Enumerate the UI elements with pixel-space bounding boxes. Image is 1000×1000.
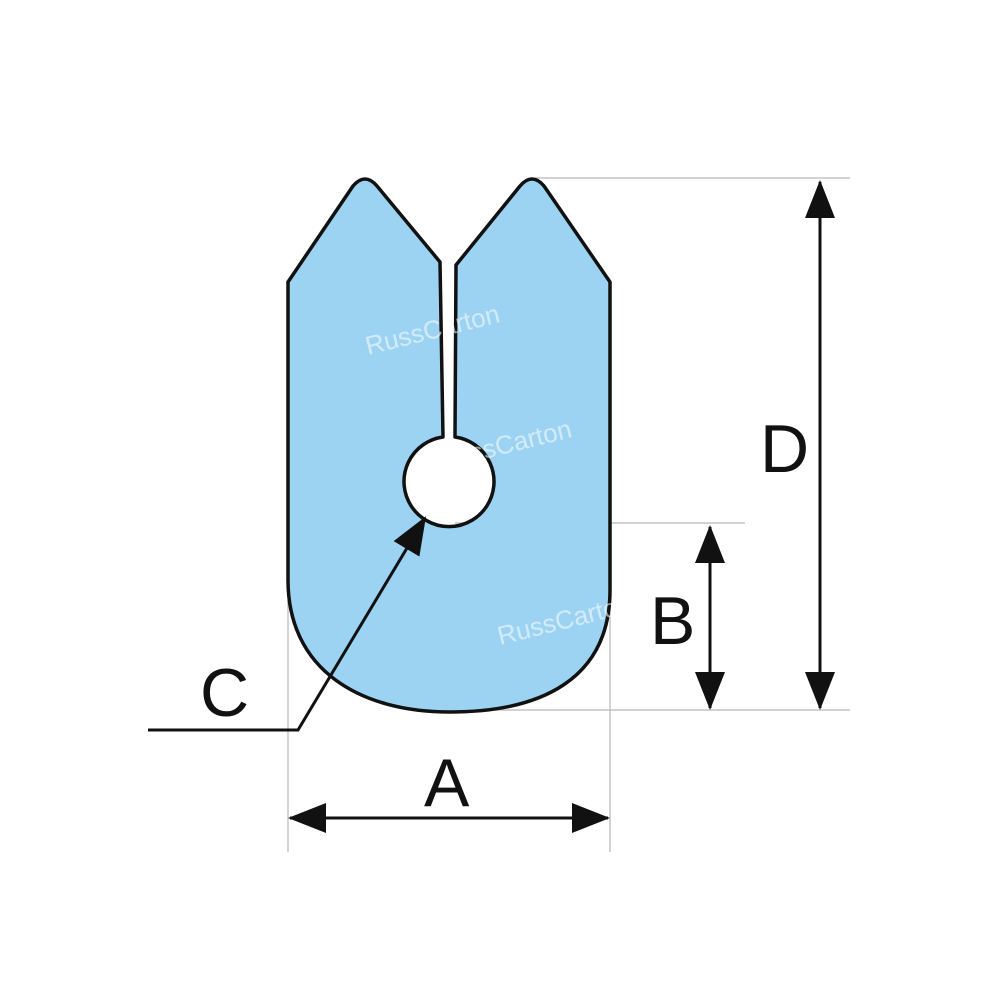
label-c: C	[200, 655, 249, 731]
dimension-c-leader	[148, 516, 427, 732]
label-d: D	[760, 411, 809, 487]
label-b: B	[650, 583, 695, 659]
profile-shape	[286, 177, 612, 714]
label-a: A	[424, 745, 470, 821]
